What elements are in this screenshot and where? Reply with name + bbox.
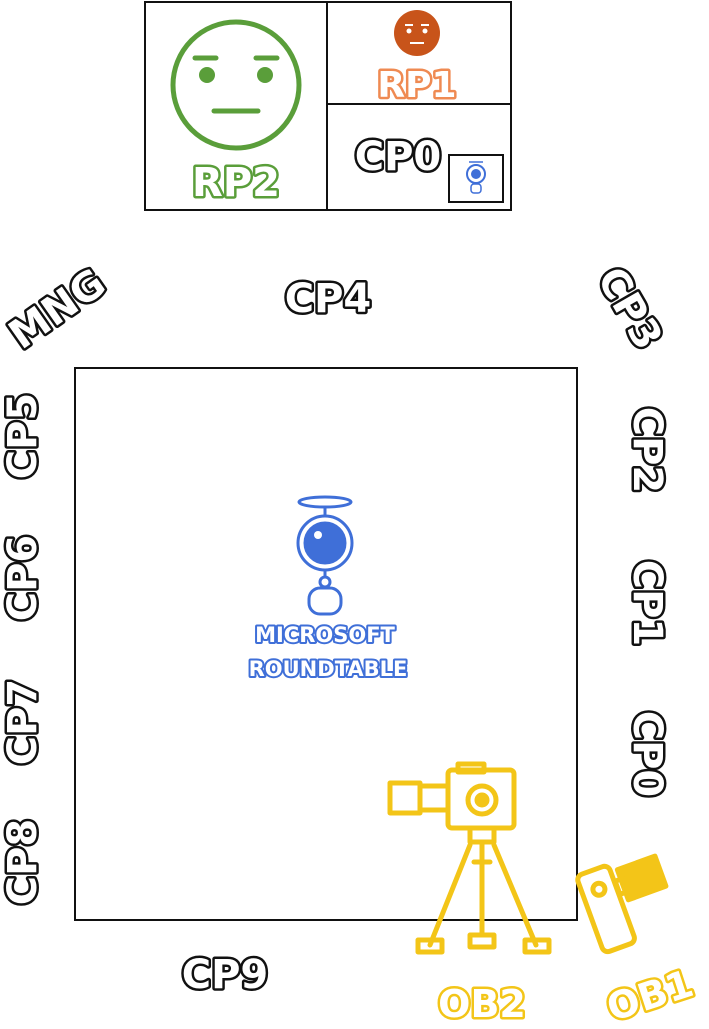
label-cp4: CP4 bbox=[285, 276, 372, 322]
label-cp5: CP5 bbox=[0, 393, 46, 480]
device-name-line1: MICROSOFT bbox=[255, 623, 395, 647]
table-rectangle bbox=[74, 367, 578, 921]
rp2-label: RP2 bbox=[192, 160, 280, 206]
handheld-camera-icon bbox=[575, 853, 669, 955]
label-cp8: CP8 bbox=[0, 819, 46, 906]
label-cp2: CP2 bbox=[624, 407, 670, 494]
device-name-line2: ROUNDTABLE bbox=[249, 657, 408, 681]
label-cp0: CP0 bbox=[624, 711, 670, 798]
remote-panel: RP2 RP1 CP0 bbox=[144, 1, 512, 211]
label-cp7: CP7 bbox=[0, 679, 46, 766]
rp2-neutral-face-icon bbox=[170, 19, 302, 151]
label-cp6: CP6 bbox=[0, 535, 46, 622]
label-cp3: CP3 bbox=[588, 260, 671, 358]
tripod-camera-icon bbox=[387, 761, 552, 955]
mini-camera-thumbnail bbox=[448, 154, 504, 203]
label-ob1: OB1 bbox=[601, 961, 698, 1029]
remote-cp0-label: CP0 bbox=[355, 134, 442, 180]
rp1-label: RP1 bbox=[377, 65, 456, 106]
label-cp9: CP9 bbox=[182, 952, 269, 998]
roundtable-device-icon bbox=[296, 495, 354, 616]
label-mng: MNG bbox=[1, 260, 114, 359]
label-ob2: OB2 bbox=[438, 982, 526, 1026]
label-cp1: CP1 bbox=[624, 560, 670, 647]
rp1-face-icon bbox=[394, 10, 440, 56]
